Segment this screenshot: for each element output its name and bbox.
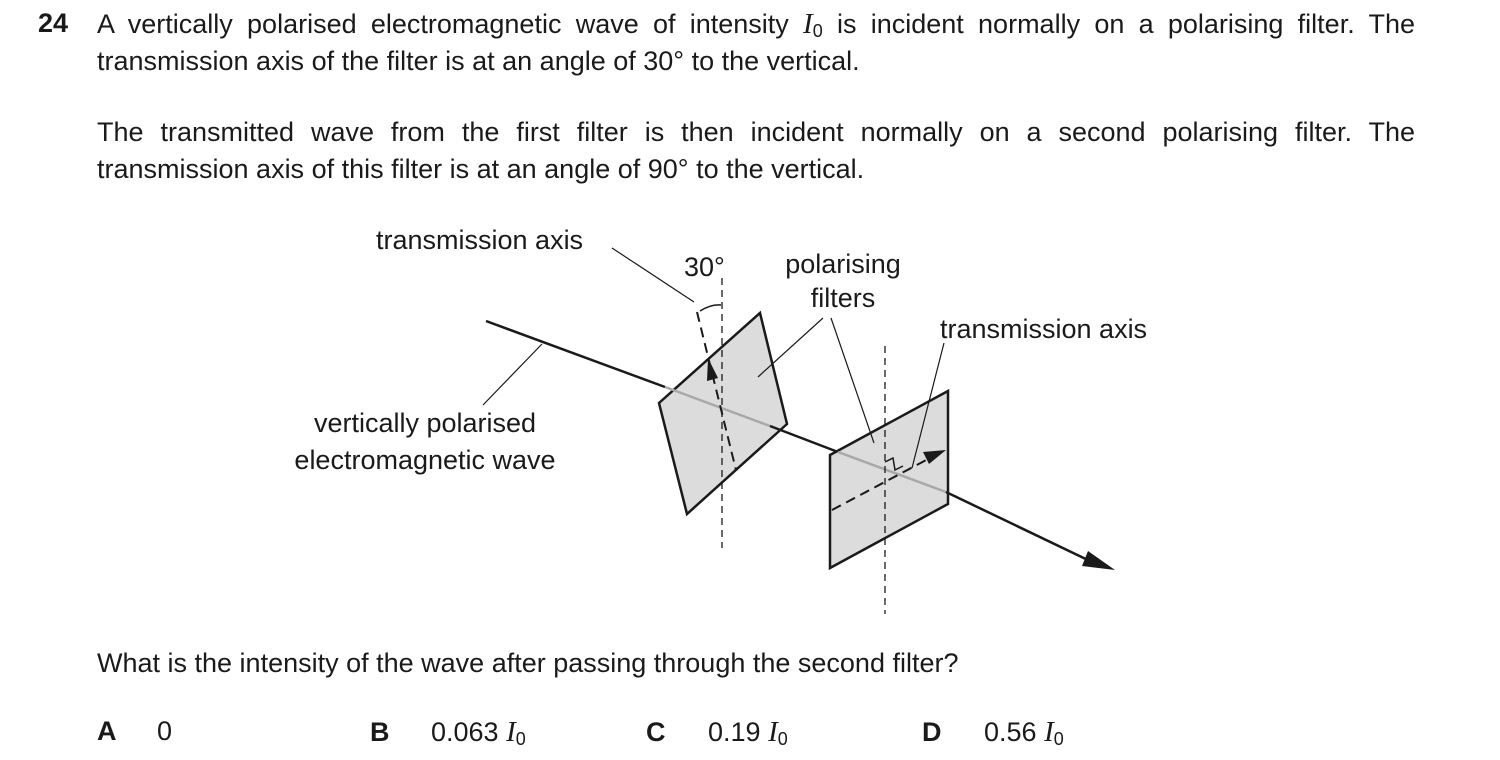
right-angle-marker xyxy=(884,456,904,472)
transmitted-wave-line xyxy=(945,490,1093,564)
option-b[interactable]: B 0.063 I0 xyxy=(370,716,526,749)
leader-filter-1 xyxy=(757,317,824,378)
option-c-symbol: I xyxy=(768,716,778,748)
question-paragraph-1: A vertically polarised electromagnetic w… xyxy=(97,6,1415,80)
label-angle-30: 30° xyxy=(684,252,725,282)
option-d-symbol: I xyxy=(1044,716,1054,748)
option-d-value: 0.56 xyxy=(984,717,1045,747)
option-a-value: 0 xyxy=(157,716,173,746)
leader-transmission-axis-1 xyxy=(611,247,695,303)
intensity-subscript: 0 xyxy=(812,21,823,41)
label-polarising: polarising xyxy=(785,249,901,279)
beam-inside-first-filter xyxy=(664,385,771,428)
label-wave-line1: vertically polarised xyxy=(314,408,536,438)
option-c-letter: C xyxy=(646,717,666,747)
option-b-letter: B xyxy=(370,717,390,747)
angle-arc xyxy=(699,304,722,312)
leader-filter-2 xyxy=(830,317,875,444)
label-filters: filters xyxy=(811,283,876,313)
label-transmission-axis-2: transmission axis xyxy=(940,314,1147,344)
intensity-symbol: I xyxy=(803,8,813,40)
option-b-subscript: 0 xyxy=(515,729,526,749)
beam-inside-second-filter xyxy=(837,450,947,494)
option-c-subscript: 0 xyxy=(777,729,788,749)
leader-wave xyxy=(482,343,543,406)
second-filter-transmission-axis xyxy=(831,457,931,511)
option-c-value: 0.19 xyxy=(708,717,769,747)
para1-text-start: A vertically polarised electromagnetic w… xyxy=(97,9,804,39)
option-a-letter: A xyxy=(97,716,117,746)
incident-wave-line xyxy=(485,319,666,389)
leader-transmission-axis-2 xyxy=(911,342,945,469)
option-d-letter: D xyxy=(922,717,942,747)
question-paragraph-2: The transmitted wave from the first filt… xyxy=(97,117,1415,184)
label-wave-line2: electromagnetic wave xyxy=(294,445,555,475)
option-b-value: 0.063 xyxy=(431,717,507,747)
option-d[interactable]: D 0.56 I0 xyxy=(922,716,1064,749)
para1-text-end: is incident normally on a polarising fil… xyxy=(97,9,1415,76)
option-d-subscript: 0 xyxy=(1053,729,1064,749)
first-filter-axis-arrowhead xyxy=(707,358,718,381)
beam-between-filters xyxy=(769,424,839,454)
second-filter-axis-arrowhead xyxy=(923,450,946,464)
label-transmission-axis-1: transmission axis xyxy=(376,225,583,255)
option-c[interactable]: C 0.19 I0 xyxy=(646,716,788,749)
question-prompt: What is the intensity of the wave after … xyxy=(97,648,959,678)
first-filter-transmission-axis xyxy=(696,311,737,471)
option-b-symbol: I xyxy=(506,716,516,748)
question-number: 24 xyxy=(38,8,69,38)
wave-arrowhead xyxy=(1082,551,1115,570)
